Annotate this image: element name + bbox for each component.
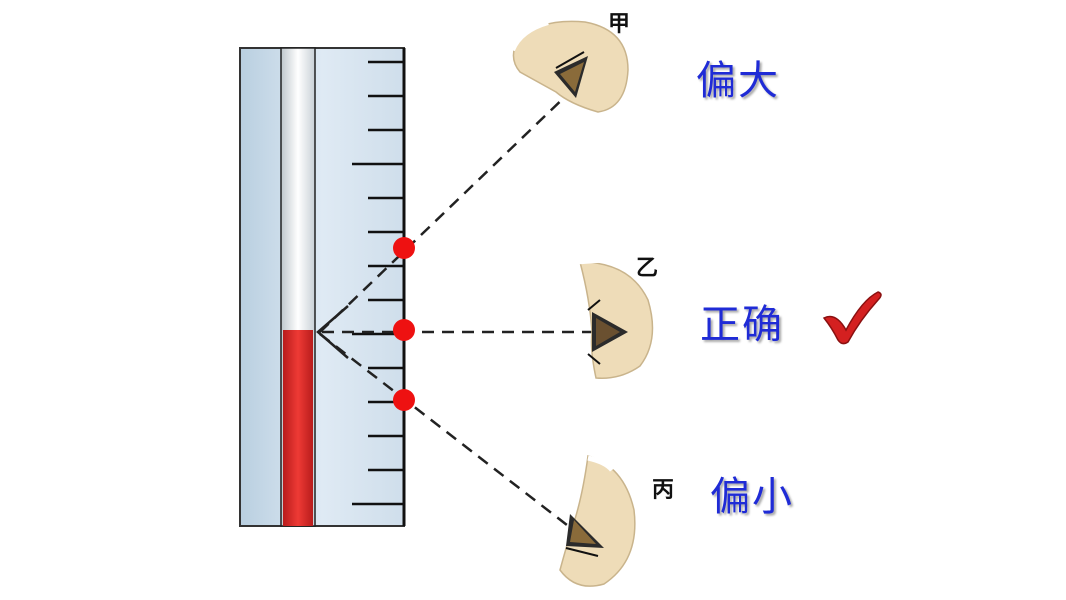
sight-line-bing bbox=[319, 333, 577, 533]
thermometer-scale-board bbox=[239, 47, 405, 527]
scale-ticks bbox=[352, 60, 404, 506]
result-text-bing: 偏小 bbox=[710, 474, 794, 520]
reading-point-low bbox=[393, 389, 415, 411]
check-icon bbox=[822, 291, 882, 345]
result-text-jia: 偏大 bbox=[696, 58, 780, 104]
sight-lines bbox=[319, 89, 592, 533]
thermometer bbox=[239, 47, 406, 527]
eye-yi-icon bbox=[575, 257, 654, 379]
intersection-points bbox=[393, 237, 415, 411]
eye-bing-icon bbox=[559, 455, 636, 587]
eye-jia-icon bbox=[509, 19, 629, 113]
result-text-yi: 正确 bbox=[700, 302, 784, 348]
observer-label-jia: 甲 bbox=[608, 12, 631, 37]
sight-line-jia bbox=[319, 89, 573, 333]
observer-label-bing: 丙 bbox=[652, 478, 675, 503]
arrowhead-at-liquid-level bbox=[316, 305, 349, 359]
observer-label-yi: 乙 bbox=[636, 256, 659, 281]
thermometer-liquid-column bbox=[283, 330, 313, 526]
reading-point-correct bbox=[393, 319, 415, 341]
reading-point-high bbox=[393, 237, 415, 259]
